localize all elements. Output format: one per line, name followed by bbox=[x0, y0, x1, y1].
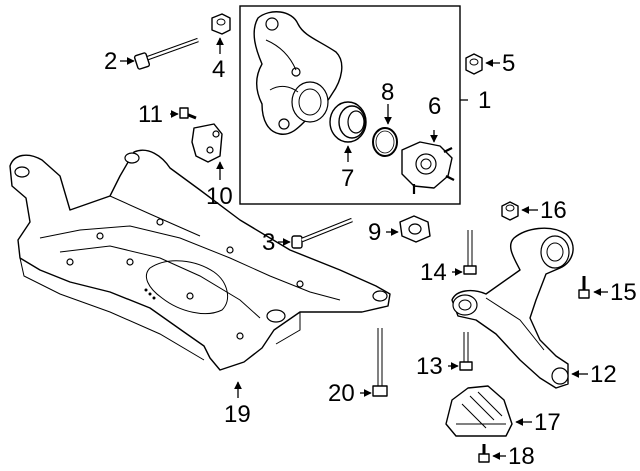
bolt-2 bbox=[120, 37, 199, 70]
callout-6: 6 bbox=[428, 93, 441, 120]
callout-19: 19 bbox=[224, 401, 251, 428]
callout-11: 11 bbox=[138, 101, 163, 128]
callout-13: 13 bbox=[416, 353, 443, 380]
bolt-3 bbox=[278, 217, 353, 249]
callout-8: 8 bbox=[381, 79, 394, 106]
knuckle-assembly-frame bbox=[239, 5, 461, 205]
callout-9: 9 bbox=[368, 219, 381, 246]
bolt-13 bbox=[448, 332, 473, 371]
lower-control-arm-12 bbox=[451, 227, 588, 389]
wheel-bearing bbox=[329, 101, 367, 162]
callout-14: 14 bbox=[420, 259, 447, 286]
bolt-20 bbox=[360, 328, 388, 397]
bracket-17 bbox=[445, 385, 532, 437]
bolt-14 bbox=[452, 230, 477, 276]
bolt-11 bbox=[170, 107, 197, 120]
callout-16: 16 bbox=[540, 197, 567, 224]
wheel-hub bbox=[401, 130, 455, 194]
splash-shield-10 bbox=[191, 123, 224, 180]
callout-4: 4 bbox=[212, 56, 225, 83]
nut-5 bbox=[465, 53, 500, 75]
callout-5: 5 bbox=[502, 50, 515, 77]
nut-9 bbox=[386, 215, 431, 243]
nut-16 bbox=[501, 201, 538, 221]
callout-20: 20 bbox=[328, 380, 355, 407]
callout-17: 17 bbox=[534, 409, 561, 436]
callout-7: 7 bbox=[341, 165, 354, 192]
nut-4 bbox=[211, 13, 231, 54]
bolt-18 bbox=[478, 444, 506, 463]
callout-2: 2 bbox=[104, 48, 117, 75]
callout-1: 1 bbox=[478, 87, 491, 114]
callout-10: 10 bbox=[206, 183, 233, 210]
bolt-15 bbox=[578, 276, 608, 299]
steering-knuckle bbox=[253, 11, 343, 135]
callout-12: 12 bbox=[590, 361, 617, 388]
callout-15: 15 bbox=[610, 279, 637, 306]
subframe-19 bbox=[9, 149, 391, 398]
snap-ring bbox=[372, 104, 398, 157]
callout-3: 3 bbox=[262, 229, 275, 256]
callout-18: 18 bbox=[508, 443, 535, 470]
